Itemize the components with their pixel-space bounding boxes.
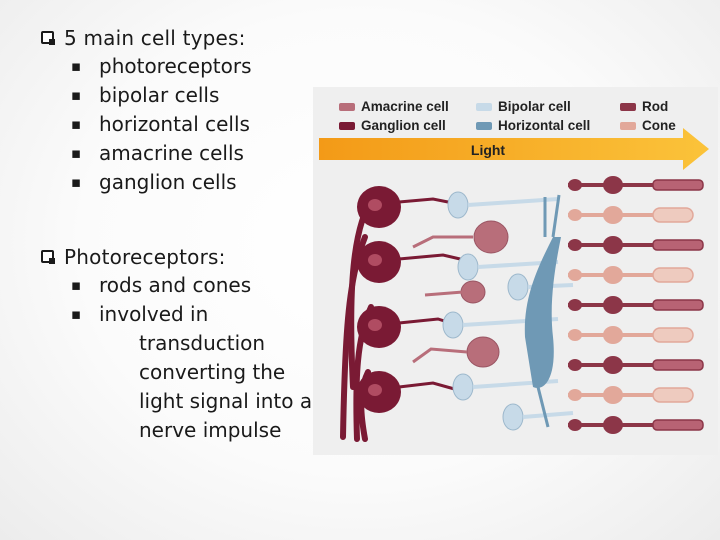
legend-horizontal: Horizontal cell	[476, 118, 590, 133]
list-item: ▪ amacrine cells	[38, 139, 318, 168]
section-heading-photoreceptors: Photoreceptors:	[38, 243, 318, 271]
legend-label: Ganglion cell	[361, 118, 446, 133]
continuation-line: light signal into a	[139, 389, 313, 413]
photoreceptors	[568, 176, 704, 434]
retina-diagram: Amacrine cell Ganglion cell Bipolar cell…	[313, 87, 718, 455]
legend-rod: Rod	[620, 99, 668, 114]
rod-soma	[603, 356, 623, 374]
legend-label: Horizontal cell	[498, 118, 591, 133]
rod-soma	[603, 296, 623, 314]
list-item: ▪ ganglion cells	[38, 168, 318, 197]
rod-soma	[603, 236, 623, 254]
legend-amacrine: Amacrine cell	[339, 99, 449, 114]
square-bullet-icon: ▪	[70, 115, 82, 133]
rod-outer-segment	[652, 299, 704, 311]
square-bullet-icon: ▪	[70, 173, 82, 191]
legend-label: Bipolar cell	[498, 99, 571, 114]
ganglion-cells	[357, 186, 401, 413]
list-item-text: ganglion cells	[99, 170, 237, 194]
heading-text: Photoreceptors:	[64, 245, 226, 269]
cell-types-list: ▪ photoreceptors ▪ bipolar cells ▪ horizont…	[38, 52, 318, 197]
rod-outer-segment	[652, 419, 704, 431]
square-bullet-icon: ▪	[70, 144, 82, 162]
bipolar-cells	[442, 191, 529, 431]
cone-soma	[603, 206, 623, 224]
cone-terminal	[568, 209, 582, 221]
cone-soma	[603, 326, 623, 344]
square-bullet-icon: ▪	[70, 86, 82, 104]
rod-terminal	[568, 419, 582, 431]
continuation-line: converting the	[139, 360, 286, 384]
legend-swatch	[620, 102, 636, 111]
continuation-line: nerve impulse	[139, 418, 282, 442]
text-column: 5 main cell types: ▪ photoreceptors ▪ bipo…	[38, 24, 318, 445]
rod-terminal	[568, 179, 582, 191]
section-heading-cell-types: 5 main cell types:	[38, 24, 318, 52]
list-item-text: rods and cones	[99, 273, 252, 297]
heading-text: 5 main cell types:	[64, 26, 246, 50]
rod-outer-segment	[652, 239, 704, 251]
list-item-text: photoreceptors	[99, 54, 252, 78]
legend-bipolar: Bipolar cell	[476, 99, 571, 114]
list-item-text: involved in	[99, 302, 209, 326]
legend-label: Rod	[642, 99, 669, 114]
list-item-text: amacrine cells	[99, 141, 244, 165]
photoreceptor-list: ▪ rods and cones ▪ involved in	[38, 271, 318, 329]
cone-outer-segment	[652, 207, 694, 223]
cone-soma	[603, 386, 623, 404]
legend-cone: Cone	[620, 118, 676, 133]
square-bullet-icon: ▪	[70, 276, 82, 294]
checkbox-bullet-icon	[41, 31, 55, 45]
light-arrow	[319, 128, 709, 170]
checkbox-bullet-icon	[41, 250, 55, 264]
rod-outer-segment	[652, 359, 704, 371]
legend-swatch	[620, 121, 636, 130]
legend-swatch	[339, 121, 355, 130]
square-bullet-icon: ▪	[70, 57, 82, 75]
rod-terminal	[568, 299, 582, 311]
legend-ganglion: Ganglion cell	[339, 118, 446, 133]
list-item-text: bipolar cells	[99, 83, 220, 107]
rod-soma	[603, 176, 623, 194]
cone-outer-segment	[652, 327, 694, 343]
amacrine-cells	[460, 220, 509, 368]
rod-outer-segment	[652, 179, 704, 191]
cone-outer-segment	[652, 387, 694, 403]
list-item: ▪ involved in	[38, 300, 318, 329]
cone-terminal	[568, 329, 582, 341]
cone-outer-segment	[652, 267, 694, 283]
horizontal-cell	[524, 194, 561, 428]
rod-soma	[603, 416, 623, 434]
retina-svg: Light	[319, 128, 709, 442]
legend-swatch	[476, 121, 492, 130]
legend-label: Amacrine cell	[361, 99, 449, 114]
legend-label: Cone	[642, 118, 676, 133]
list-item: ▪ bipolar cells	[38, 81, 318, 110]
legend-swatch	[339, 102, 355, 111]
cone-terminal	[568, 389, 582, 401]
list-item-text: horizontal cells	[99, 112, 250, 136]
continuation-line: transduction	[139, 331, 266, 355]
cone-soma	[603, 266, 623, 284]
list-item: ▪ rods and cones	[38, 271, 318, 300]
light-arrow-label: Light	[471, 142, 506, 158]
legend-swatch	[476, 102, 492, 111]
square-bullet-icon: ▪	[70, 305, 82, 323]
rod-terminal	[568, 359, 582, 371]
rod-terminal	[568, 239, 582, 251]
list-item: ▪ photoreceptors	[38, 52, 318, 81]
cone-terminal	[568, 269, 582, 281]
list-item: ▪ horizontal cells	[38, 110, 318, 139]
